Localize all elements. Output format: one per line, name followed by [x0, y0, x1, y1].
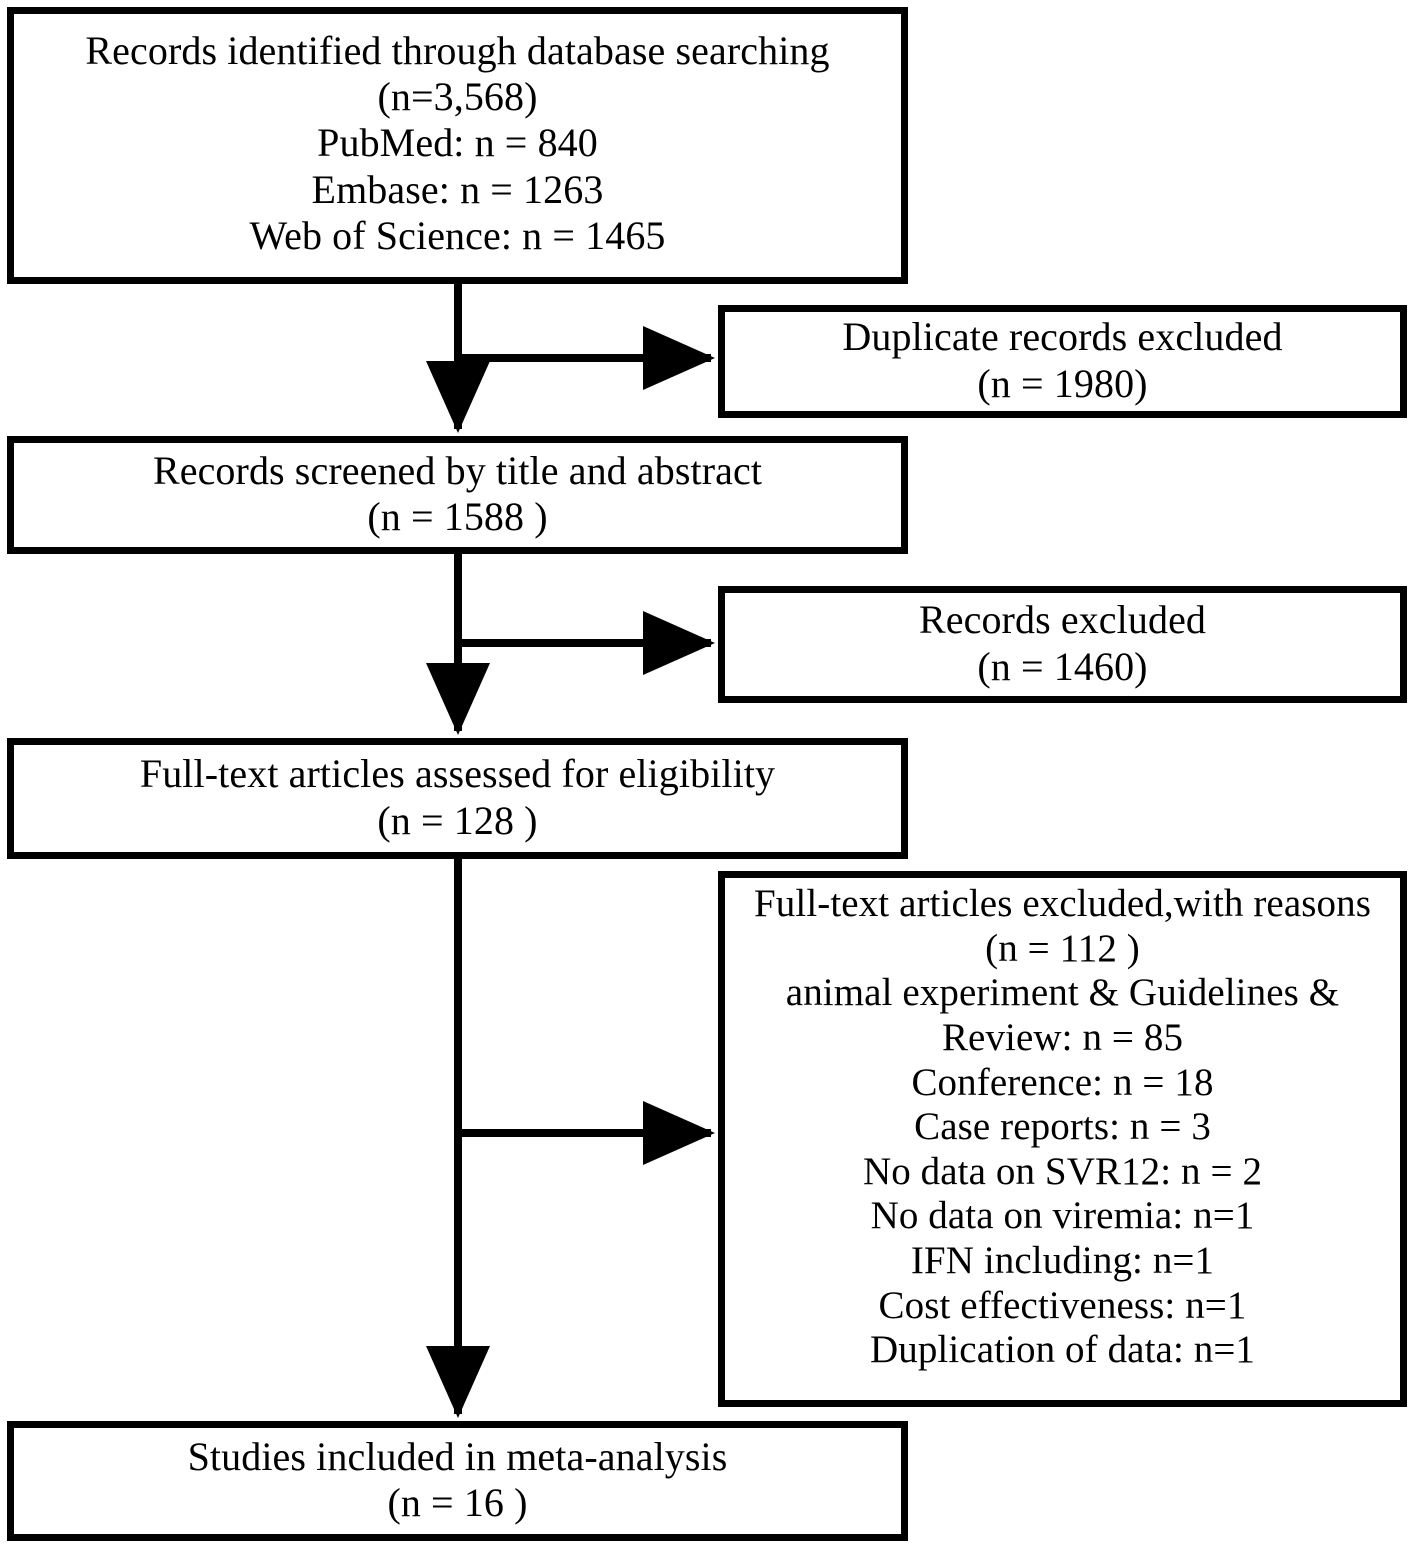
records-screened-line-2: (n = 1588 ): [367, 494, 548, 539]
full-text-excluded-line-8: No data on viremia: n=1: [870, 1194, 1255, 1238]
duplicate-records-line-1: Duplicate records excluded: [842, 314, 1283, 360]
studies-included-line-1: Studies included in meta-analysis: [187, 1433, 728, 1479]
full-text-assessed-line-2: (n = 128 ): [377, 797, 538, 843]
full-text-excluded-line-4: Review: n = 85: [941, 1015, 1184, 1059]
studies-included-box: Studies included in meta-analysis (n = 1…: [7, 1421, 908, 1541]
duplicate-records-line-2: (n = 1980): [977, 360, 1148, 406]
full-text-excluded-line-7: No data on SVR12: n = 2: [862, 1149, 1263, 1193]
studies-included-line-2: (n = 16 ): [387, 1480, 528, 1525]
records-identified-line-5: Web of Science: n = 1465: [249, 213, 666, 259]
records-screened-line-1: Records screened by title and abstract: [152, 447, 763, 493]
full-text-excluded-line-2: (n = 112 ): [985, 926, 1140, 970]
records-excluded-box: Records excluded (n = 1460): [718, 586, 1407, 703]
full-text-assessed-line-1: Full-text articles assessed for eligibil…: [139, 751, 776, 797]
full-text-excluded-line-1: Full-text articles excluded,with reasons: [754, 882, 1371, 925]
full-text-excluded-line-6: Case reports: n = 3: [914, 1105, 1211, 1149]
records-excluded-line-2: (n = 1460): [977, 643, 1148, 689]
records-identified-line-3: PubMed: n = 840: [317, 120, 598, 166]
records-screened-box: Records screened by title and abstract (…: [7, 436, 908, 554]
full-text-excluded-line-3: animal experiment & Guidelines &: [785, 971, 1340, 1015]
full-text-excluded-line-10: Cost effectiveness: n=1: [878, 1283, 1247, 1327]
duplicate-records-excluded-box: Duplicate records excluded (n = 1980): [718, 305, 1407, 418]
full-text-excluded-box: Full-text articles excluded,with reasons…: [718, 871, 1407, 1407]
records-identified-line-2: (n=3,568): [377, 73, 538, 119]
records-identified-box: Records identified through database sear…: [7, 7, 908, 284]
records-identified-line-4: Embase: n = 1263: [311, 166, 604, 212]
full-text-excluded-line-11: Duplication of data: n=1: [869, 1328, 1256, 1372]
records-identified-line-1: Records identified through database sear…: [85, 27, 830, 73]
full-text-assessed-box: Full-text articles assessed for eligibil…: [7, 738, 908, 859]
records-excluded-line-1: Records excluded: [918, 597, 1207, 643]
full-text-excluded-line-9: IFN including: n=1: [910, 1239, 1215, 1283]
full-text-excluded-line-5: Conference: n = 18: [911, 1060, 1214, 1104]
